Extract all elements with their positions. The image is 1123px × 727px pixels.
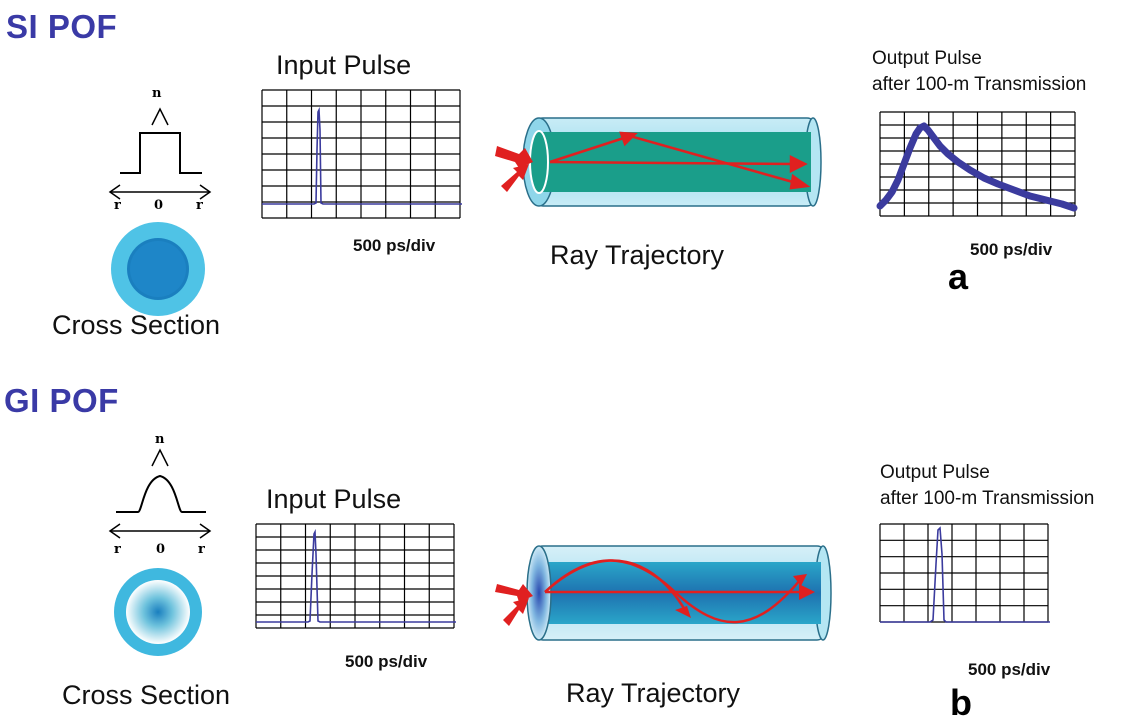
gi-input-scale: 500 ps/div	[345, 652, 428, 671]
gi-output-title-2: after 100-m Transmission	[880, 488, 1095, 509]
si-output-pulse-trace	[876, 122, 1078, 212]
si-cross-section-circle	[111, 222, 205, 316]
gi-input-grid	[255, 523, 455, 629]
si-input-scale: 500 ps/div	[353, 236, 436, 255]
si-output-title-2: after 100-m Transmission	[872, 74, 1087, 95]
gi-output-pulse-trace	[880, 526, 1050, 623]
si-ray-arrows	[549, 131, 811, 190]
gi-input-arrows	[495, 584, 533, 626]
gi-input-pulse-trace	[256, 528, 456, 623]
gi-output-grid	[879, 523, 1049, 623]
gi-axis-r-right: r	[198, 542, 205, 557]
si-output-pulse-scope	[876, 111, 1078, 217]
si-ray-trajectory-label: Ray Trajectory	[550, 240, 725, 270]
gi-ray-trajectory-label: Ray Trajectory	[566, 678, 741, 708]
si-input-pulse-title: Input Pulse	[276, 50, 412, 80]
gi-output-title-1: Output Pulse	[880, 462, 990, 483]
si-output-scale: 500 ps/div	[970, 240, 1053, 259]
gi-pof-title: GI POF	[4, 382, 119, 419]
panel-letter-a: a	[948, 256, 969, 297]
gi-fiber-graphic	[495, 545, 832, 641]
gi-input-pulse-scope	[255, 523, 456, 629]
gi-axis-zero: 0	[156, 542, 166, 557]
si-pof-title: SI POF	[6, 8, 118, 45]
gi-axis-r-left: r	[114, 542, 121, 557]
gi-input-pulse-title: Input Pulse	[266, 484, 402, 514]
si-index-profile-graphic	[108, 107, 212, 200]
si-output-title-1: Output Pulse	[872, 48, 982, 69]
si-input-arrows	[495, 146, 533, 192]
si-axis-zero: 0	[154, 198, 164, 213]
si-fiber-graphic	[495, 117, 822, 207]
gi-output-pulse-scope	[879, 523, 1050, 623]
si-input-pulse-trace	[262, 106, 462, 205]
gi-cross-section-circle	[114, 568, 202, 656]
gi-output-scale: 500 ps/div	[968, 660, 1051, 679]
si-input-pulse-scope	[261, 89, 462, 219]
si-axis-r-left: r	[114, 198, 121, 213]
panel-letter-b: b	[950, 682, 972, 723]
gi-cross-section-label: Cross Section	[62, 680, 231, 710]
gi-ray-arrows	[544, 559, 805, 624]
si-axis-r-right: r	[196, 198, 203, 213]
si-index-n: n	[152, 86, 162, 101]
si-cross-section-label: Cross Section	[52, 310, 221, 340]
si-input-grid	[261, 89, 461, 219]
gi-index-n: n	[155, 432, 165, 447]
gi-index-profile-graphic	[108, 448, 212, 539]
